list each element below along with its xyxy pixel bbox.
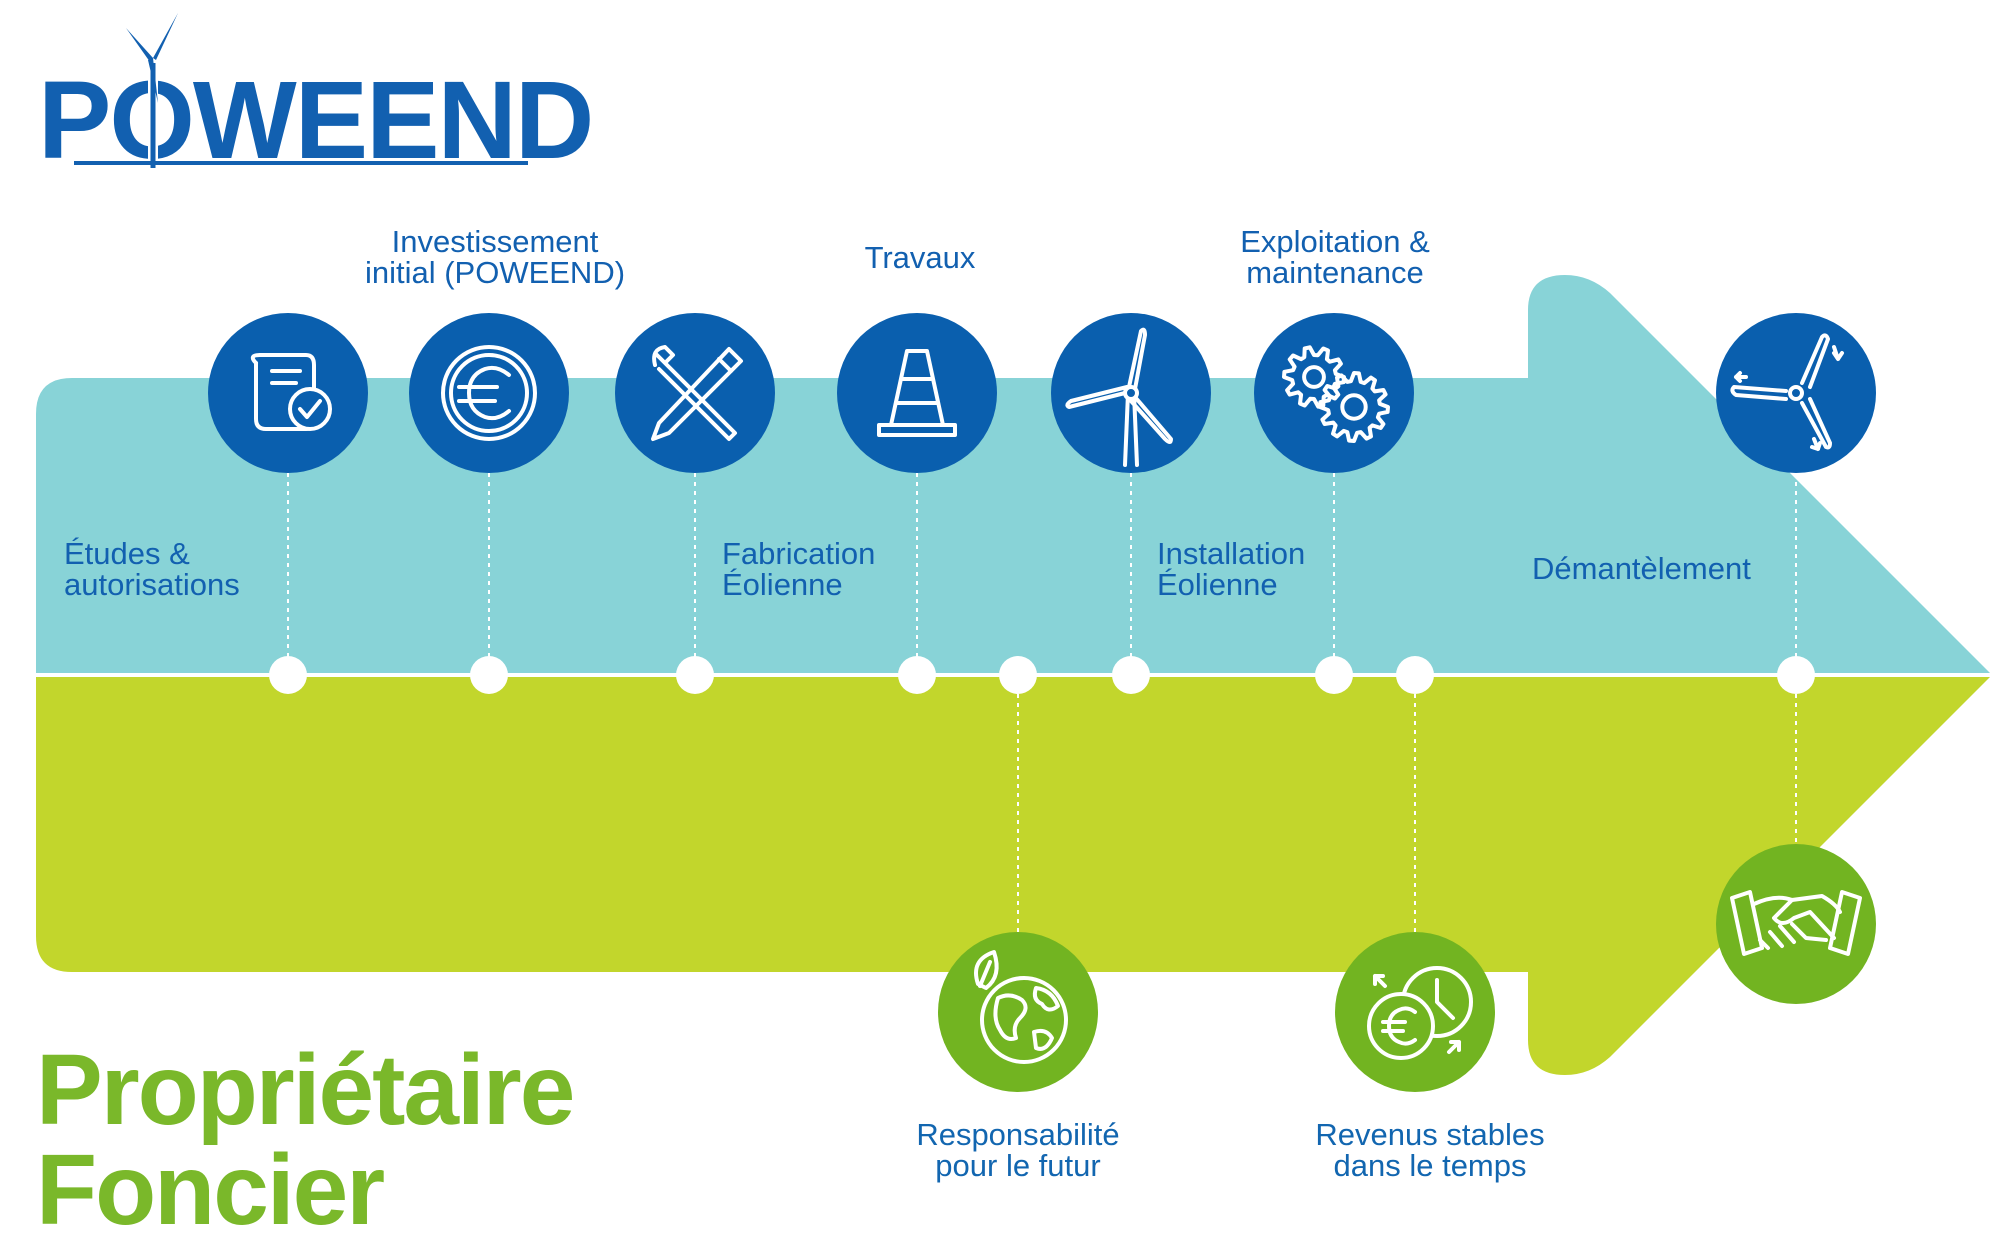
logo-underline bbox=[74, 161, 528, 165]
timeline-dot-investissement bbox=[470, 656, 508, 694]
euro-clock-icon bbox=[1335, 932, 1495, 1092]
benefit-label-revenus: Revenus stables dans le temps bbox=[1315, 1117, 1545, 1183]
tools-icon bbox=[615, 313, 775, 473]
timeline-dot-installation bbox=[1112, 656, 1150, 694]
euro-icon bbox=[409, 313, 569, 473]
step-label-demantelement: Démantèlement bbox=[1532, 551, 1751, 586]
dismantle-icon bbox=[1716, 313, 1876, 473]
audience-title: Propriétaire Foncier bbox=[36, 1034, 575, 1246]
timeline-dot-etudes bbox=[269, 656, 307, 694]
document-check-icon bbox=[208, 313, 368, 473]
green-arrow-band bbox=[36, 677, 1990, 1075]
timeline-dot-benefit-responsabilite bbox=[999, 656, 1037, 694]
step-label-fabrication: Fabrication Éolienne bbox=[722, 536, 876, 602]
step-label-exploitation: Exploitation & maintenance bbox=[1240, 224, 1430, 290]
timeline-dot-benefit-revenus bbox=[1396, 656, 1434, 694]
wind-turbine-icon bbox=[1051, 313, 1211, 473]
wind-turbine-logo-icon bbox=[126, 13, 178, 168]
timeline-dot-travaux bbox=[898, 656, 936, 694]
timeline-dot-fabrication bbox=[676, 656, 714, 694]
step-label-investissement: Investissement initial (POWEEND) bbox=[364, 224, 626, 290]
timeline-dot-demantelement bbox=[1777, 656, 1815, 694]
traffic-cone-icon bbox=[837, 313, 997, 473]
step-label-travaux: Travaux bbox=[864, 240, 976, 275]
gears-icon bbox=[1254, 313, 1414, 473]
earth-leaf-icon bbox=[938, 932, 1098, 1092]
benefit-label-responsabilite: Responsabilité pour le futur bbox=[916, 1117, 1120, 1183]
step-label-installation: Installation Éolienne bbox=[1157, 536, 1306, 602]
handshake-icon bbox=[1716, 844, 1876, 1004]
timeline-dot-exploitation bbox=[1315, 656, 1353, 694]
step-label-etudes: Études & autorisations bbox=[64, 536, 240, 602]
brand-logo: POWEEND bbox=[38, 59, 594, 182]
teal-arrow-band bbox=[36, 275, 1990, 673]
